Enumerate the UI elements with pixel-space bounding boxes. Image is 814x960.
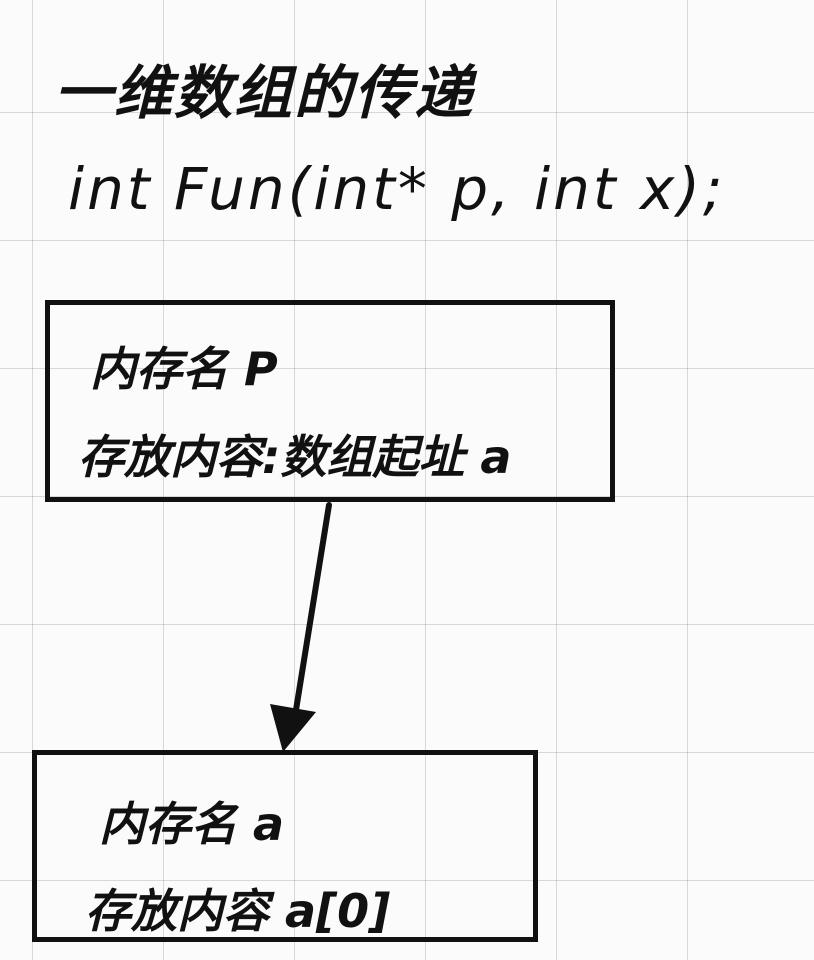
arrow-shaft bbox=[293, 502, 332, 713]
memory-content-p: 存放内容:数组起址 a bbox=[78, 430, 512, 484]
memory-name-p: 内存名 P bbox=[90, 342, 278, 396]
memory-box-a: 内存名 a 存放内容 a[0] bbox=[32, 750, 538, 942]
memory-content-a: 存放内容 a[0] bbox=[85, 884, 391, 938]
function-signature: int Fun(int* p, int x); bbox=[68, 155, 726, 223]
memory-name-a: 内存名 a bbox=[99, 797, 285, 851]
arrow-head bbox=[270, 704, 316, 752]
page-title: 一维数组的传递 bbox=[54, 59, 475, 127]
memory-box-p: 内存名 P 存放内容:数组起址 a bbox=[45, 300, 615, 502]
